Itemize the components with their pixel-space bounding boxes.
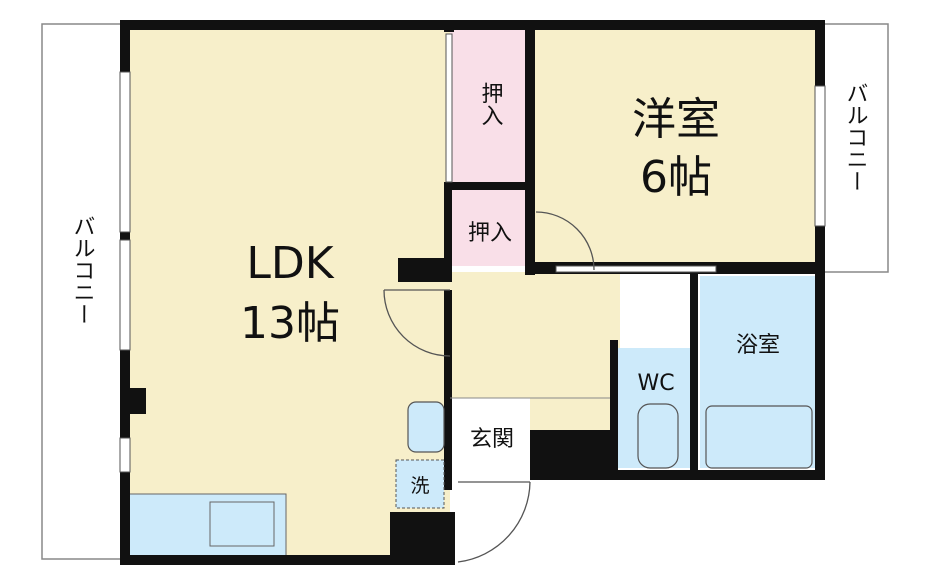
door-swing-ldk bbox=[383, 289, 451, 357]
western-size: 6帖 bbox=[640, 152, 712, 203]
window-left-1 bbox=[119, 71, 131, 233]
western-sliding-door bbox=[555, 265, 717, 273]
closet-top-name: 押入 bbox=[478, 82, 504, 126]
balcony-right-name: バルコニー bbox=[843, 82, 868, 192]
laundry-name: 洗 bbox=[410, 475, 429, 497]
western-name: 洋室 bbox=[632, 94, 720, 145]
kitchen-sink bbox=[209, 501, 275, 547]
kitchen-counter bbox=[125, 493, 287, 557]
entrance-floor bbox=[450, 398, 530, 478]
bath-name: 浴室 bbox=[736, 333, 780, 358]
balcony-left-name: バルコニー bbox=[70, 215, 95, 325]
balcony-left-area bbox=[41, 23, 125, 560]
closet-top-floor bbox=[450, 24, 530, 186]
window-left-2 bbox=[119, 239, 131, 351]
closet-mid-floor bbox=[450, 186, 530, 266]
closet-mid-name: 押入 bbox=[468, 221, 512, 246]
ldk-size: 13帖 bbox=[240, 298, 340, 349]
laundry-space bbox=[395, 459, 445, 509]
washbasin bbox=[407, 401, 445, 453]
balcony-right-area bbox=[819, 23, 889, 273]
wc-name: WC bbox=[637, 371, 674, 396]
window-left-3 bbox=[119, 437, 131, 473]
toilet bbox=[637, 403, 679, 469]
window-right bbox=[814, 85, 826, 227]
door-swing-entrance bbox=[457, 481, 531, 563]
closet-sliding-door bbox=[445, 33, 453, 183]
door-swing-closet bbox=[535, 211, 595, 271]
entrance-name: 玄関 bbox=[470, 427, 514, 452]
ldk-name: LDK bbox=[246, 238, 334, 289]
bathtub bbox=[705, 405, 813, 469]
western-room-floor bbox=[530, 24, 822, 272]
